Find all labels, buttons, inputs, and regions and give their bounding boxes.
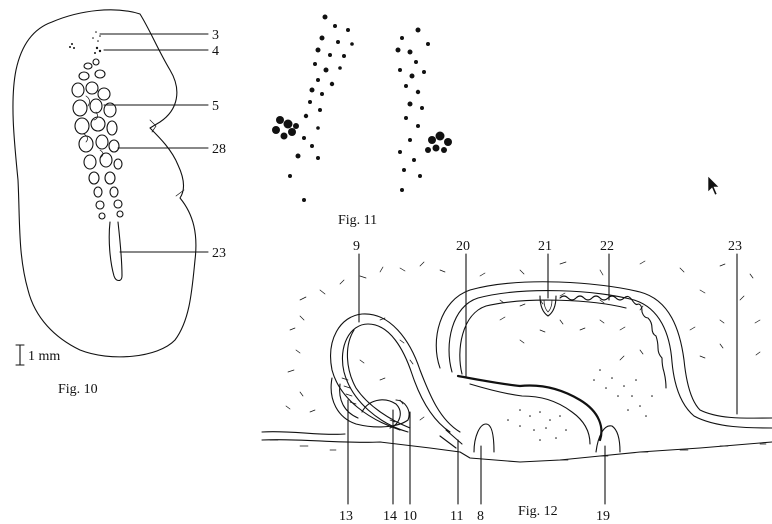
fig11-left-dot-cluster (272, 14, 354, 202)
fig10-body-outline (12, 9, 197, 358)
fig10-scale-bar (15, 344, 25, 366)
fig12-label-8: 8 (477, 509, 484, 524)
fig12-leader-lines (347, 253, 738, 505)
fig11-drawing: Fig. 11 (272, 14, 452, 228)
fig12-label-19: 19 (596, 509, 610, 524)
fig12-label-21: 21 (538, 239, 552, 254)
fig12-tissue-hatching (269, 260, 767, 461)
fig12-wavy-layer (559, 295, 667, 389)
fig10-scale-label: 1 mm (28, 349, 60, 364)
fig12-structure-14 (361, 399, 401, 429)
fig11-right-dot-cluster (395, 27, 452, 192)
fig12-inner-body-9 (330, 313, 461, 433)
fig12-bump-8 (473, 423, 495, 453)
fig10-structure-3 (69, 31, 101, 49)
fig12-label-20: 20 (456, 239, 470, 254)
fig12-label-14: 14 (383, 509, 397, 524)
fig12-s-tube (456, 374, 603, 442)
fig10-label-4: 4 (212, 44, 219, 59)
fig10-label-5: 5 (212, 99, 219, 114)
fig12-label-22: 22 (600, 239, 614, 254)
mouse-pointer-icon (707, 175, 720, 196)
fig10-tube-23 (108, 221, 123, 282)
fig12-label-13: 13 (339, 509, 353, 524)
fig11-caption: Fig. 11 (338, 213, 377, 228)
fig12-bump-19 (595, 425, 621, 453)
fig10-caption: Fig. 10 (58, 382, 98, 397)
fig12-label-10: 10 (403, 509, 417, 524)
fig12-outer-tube (435, 281, 772, 419)
fig12-stippled-mass (507, 369, 653, 441)
fig12-label-9: 9 (353, 239, 360, 254)
fig10-label-28: 28 (212, 142, 226, 157)
fig12-label-11: 11 (450, 509, 463, 524)
fig12-label-23: 23 (728, 239, 742, 254)
fig10-structure-4 (94, 46, 102, 54)
fig10-label-3: 3 (212, 28, 219, 43)
fig10-label-23: 23 (212, 246, 226, 261)
fig10-drawing: 3 4 5 28 23 1 mm Fig. 10 (12, 9, 226, 397)
fig12-notch-21 (539, 295, 557, 317)
fig12-caption: Fig. 12 (518, 504, 558, 519)
fig12-cup-13 (330, 377, 410, 428)
fig10-organ-chain (71, 58, 124, 220)
fig10-leader-lines (99, 33, 209, 253)
fig12-drawing: 9 20 21 22 23 13 14 10 11 8 19 Fig. 12 (261, 239, 772, 524)
